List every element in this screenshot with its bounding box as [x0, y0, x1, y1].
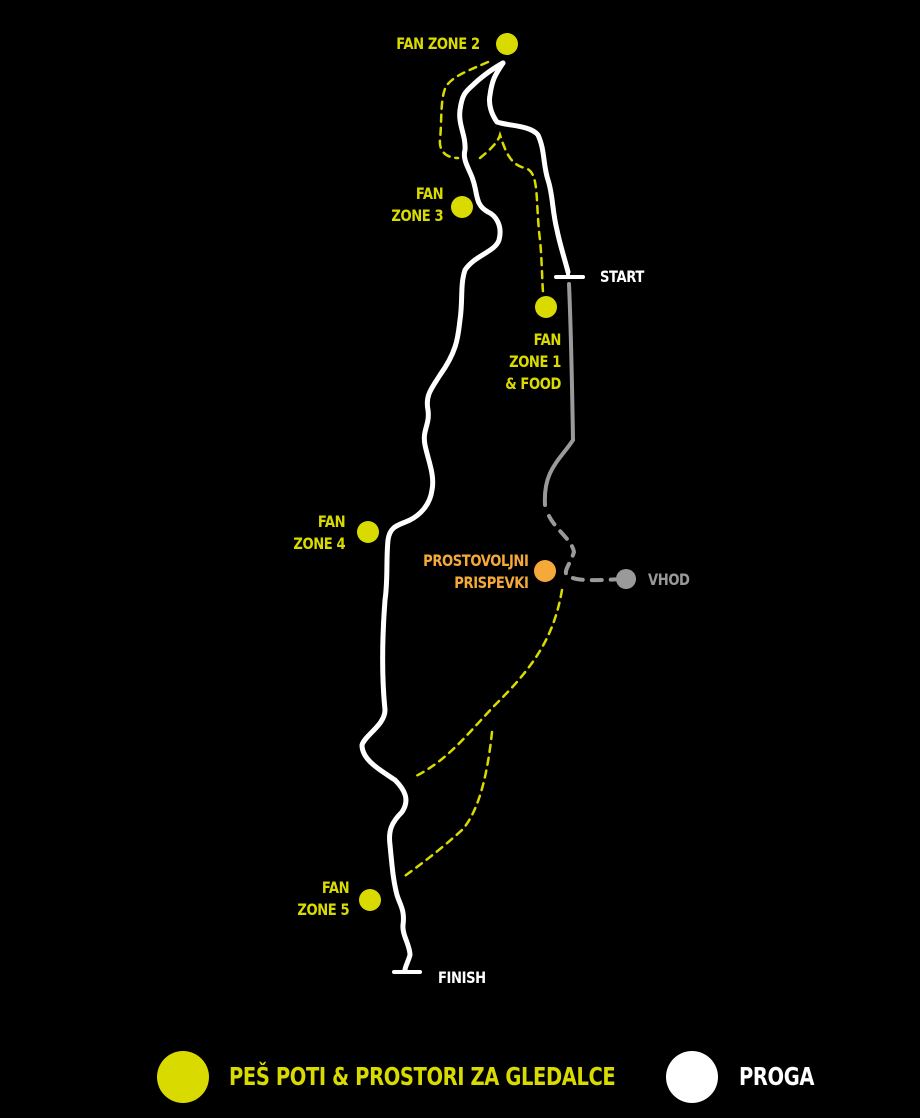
- entrance-label: VHOD: [648, 570, 690, 589]
- fan-zone-4-line2: ZONE 4: [293, 534, 345, 553]
- fan-zone-5-dot: [359, 889, 381, 911]
- fan-zone-1-line1: FAN: [533, 330, 562, 349]
- fan-zone-5-line2: ZONE 5: [297, 900, 349, 919]
- fan-zone-4-label: FAN ZONE 4: [293, 511, 345, 555]
- legend-white-dot: [666, 1051, 718, 1103]
- legend-course-label: PROGA: [739, 1062, 815, 1091]
- fan-zone-1-line2: ZONE 1: [509, 352, 561, 371]
- fan-zone-3-dot: [451, 196, 473, 218]
- course-line: [359, 60, 571, 973]
- fan-zone-3-label: FAN ZONE 3: [391, 183, 443, 227]
- fan-zone-1-label: FAN ZONE 1 & FOOD: [505, 329, 561, 395]
- fan-zone-3-line2: ZONE 3: [391, 206, 443, 225]
- donations-line2: PRISPEVKI: [453, 573, 529, 592]
- fan-zone-1-line3: & FOOD: [505, 374, 561, 393]
- donations-line1: PROSTOVOLJNI: [422, 551, 529, 570]
- fan-zone-5-line1: FAN: [321, 878, 350, 897]
- entrance-dot: [616, 569, 636, 589]
- donations-label: PROSTOVOLJNI PRISPEVKI: [422, 550, 529, 594]
- legend-yellow-dot: [157, 1051, 209, 1103]
- fan-zone-4-line1: FAN: [317, 512, 346, 531]
- donations-dot: [534, 560, 556, 582]
- fan-zone-5-label: FAN ZONE 5: [297, 877, 349, 921]
- access-path: [542, 282, 627, 583]
- fan-zone-2-dot: [496, 33, 518, 55]
- legend-spectator-label: PEŠ POTI & PROSTORI ZA GLEDALCE: [229, 1062, 616, 1091]
- spectator-paths: [400, 60, 564, 880]
- start-label: START: [600, 267, 644, 286]
- fan-zone-2-label: FAN ZONE 2: [396, 34, 481, 53]
- fan-zone-1-dot: [535, 296, 557, 318]
- fan-zone-4-dot: [357, 521, 379, 543]
- fan-zone-3-line1: FAN: [415, 184, 444, 203]
- finish-label: FINISH: [438, 968, 486, 987]
